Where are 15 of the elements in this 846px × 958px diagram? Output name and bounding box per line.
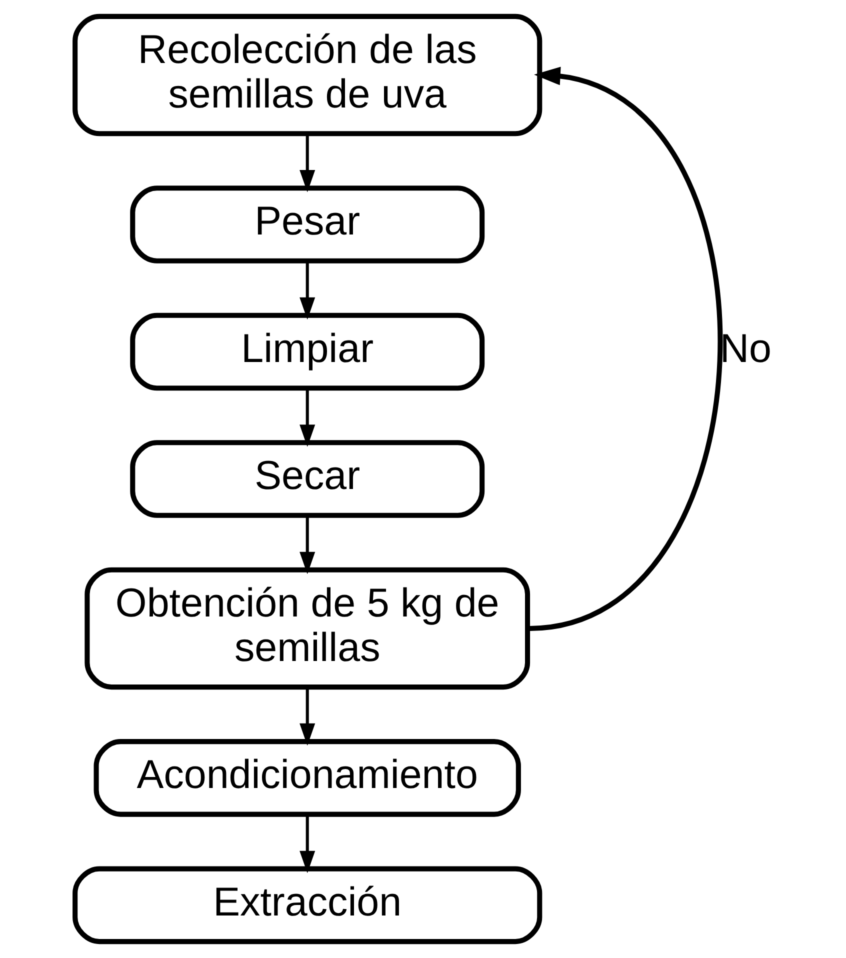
node-box: Limpiar: [130, 312, 484, 391]
arrow: [299, 814, 315, 874]
node-box: Obtención de 5 kg de semillas: [84, 567, 530, 690]
arrow: [299, 515, 315, 574]
edge-label: No: [719, 324, 771, 371]
node-box: Pesar: [130, 186, 484, 264]
arrow: [299, 388, 315, 447]
arrow: [299, 262, 315, 320]
node-box: Recolección de las semillas de uva: [72, 14, 542, 136]
arrow: [299, 687, 315, 746]
node-box: Acondicionamiento: [93, 739, 520, 817]
arrow: [299, 134, 315, 192]
node-box: Extracción: [72, 866, 542, 944]
arrow: [528, 66, 722, 631]
node-box: Secar: [130, 440, 484, 518]
